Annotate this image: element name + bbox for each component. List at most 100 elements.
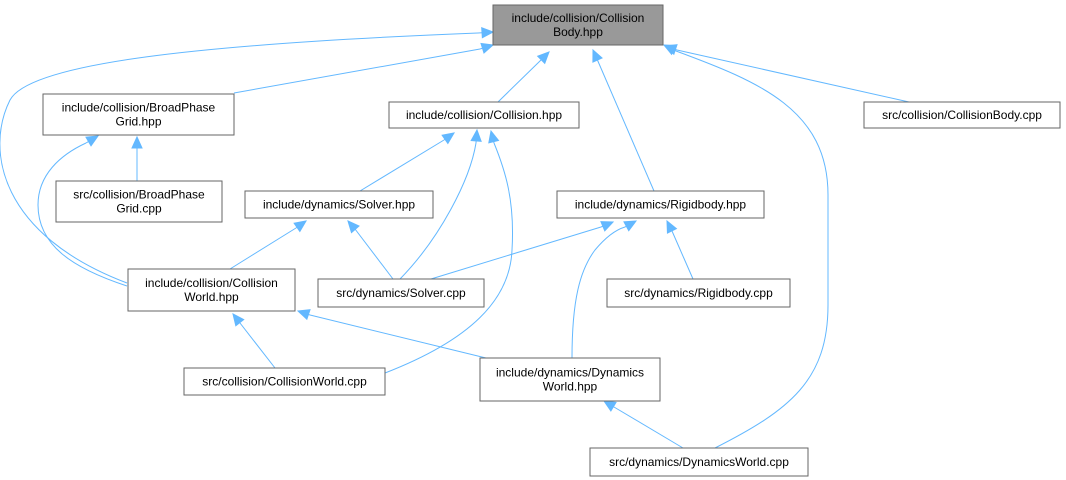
node-label-line: include/collision/Collision <box>145 276 278 290</box>
edge-n3-to-n0 <box>0 27 495 284</box>
nodes-layer: include/collision/CollisionBody.hppinclu… <box>42 4 1061 477</box>
node-label-line: include/dynamics/Solver.hpp <box>263 198 415 212</box>
edge-arrowhead <box>536 51 550 65</box>
edge-line <box>676 49 910 103</box>
node-n3[interactable]: include/collision/CollisionWorld.hpp <box>127 268 296 312</box>
node-n6[interactable]: src/dynamics/DynamicsWorld.cpp <box>589 447 809 477</box>
edge-arrowhead <box>592 48 603 63</box>
node-box[interactable] <box>863 101 1061 129</box>
edge-n7-to-n0 <box>497 51 550 103</box>
node-label-line: src/dynamics/Solver.cpp <box>336 286 466 300</box>
edge-n9-to-n8 <box>347 220 394 280</box>
edge-arrowhead <box>470 128 482 142</box>
node-box[interactable] <box>388 101 580 129</box>
edge-n9-to-n7 <box>399 128 482 280</box>
node-label-line: src/collision/CollisionWorld.cpp <box>202 375 367 389</box>
edge-line <box>430 226 602 280</box>
node-box[interactable] <box>556 190 765 219</box>
edge-n1-to-n0 <box>233 42 495 94</box>
edge-n4-to-n7 <box>384 129 514 374</box>
edge-n5-to-n10 <box>571 220 638 359</box>
edge-n3-to-n8 <box>229 220 307 270</box>
edge-n11-to-n10 <box>666 219 694 280</box>
node-box[interactable] <box>479 357 661 402</box>
node-n10[interactable]: include/dynamics/Rigidbody.hpp <box>556 190 765 219</box>
edge-arrowhead <box>85 135 100 147</box>
edge-arrowhead <box>293 220 307 233</box>
node-box[interactable] <box>183 367 386 396</box>
node-label-line: include/dynamics/Dynamics <box>496 366 644 380</box>
edge-arrowhead <box>600 221 615 232</box>
node-label-line: include/dynamics/Rigidbody.hpp <box>575 198 747 212</box>
node-n5[interactable]: include/dynamics/DynamicsWorld.hpp <box>479 357 661 402</box>
edge-arrowhead <box>488 129 500 144</box>
edge-line <box>596 58 655 192</box>
edge-n8-to-n7 <box>359 132 455 192</box>
edge-line <box>399 142 477 280</box>
edge-line <box>384 142 514 374</box>
edge-arrowhead <box>232 313 245 327</box>
edge-n6-to-n0 <box>662 44 829 449</box>
edge-arrowhead <box>602 400 617 412</box>
edge-arrowhead <box>296 309 311 321</box>
node-box[interactable] <box>589 447 809 477</box>
node-label-line: src/collision/CollisionBody.cpp <box>882 108 1042 122</box>
edge-arrowhead <box>666 219 678 234</box>
edge-line <box>675 50 829 449</box>
edge-line <box>239 322 276 369</box>
edge-arrowhead <box>663 44 678 56</box>
node-box[interactable] <box>244 190 434 219</box>
node-label-line: src/dynamics/Rigidbody.cpp <box>624 286 773 300</box>
edge-arrowhead <box>480 42 495 54</box>
node-label-line: Grid.hpp <box>115 115 161 129</box>
edge-line <box>233 48 481 94</box>
edge-line <box>229 227 297 270</box>
edge-line <box>309 314 487 359</box>
node-n9[interactable]: src/dynamics/Solver.cpp <box>317 278 485 308</box>
edge-n5-to-n3 <box>296 309 487 359</box>
node-box[interactable] <box>42 93 235 136</box>
node-n0[interactable]: include/collision/CollisionBody.hpp <box>492 4 664 46</box>
edge-n12-to-n0 <box>663 44 910 103</box>
node-box[interactable] <box>606 278 791 308</box>
node-label-line: Grid.cpp <box>116 202 162 216</box>
edges-layer <box>0 27 910 449</box>
node-box[interactable] <box>127 268 296 312</box>
edge-n4-to-n3 <box>232 313 276 369</box>
edge-n6-to-n5 <box>602 400 684 449</box>
edge-arrowhead <box>131 135 143 149</box>
root-node-box[interactable] <box>492 4 664 46</box>
edge-arrowhead <box>623 220 638 232</box>
edge-line <box>613 406 684 449</box>
edge-line <box>0 32 479 284</box>
edge-line <box>671 230 694 280</box>
node-label-line: src/dynamics/DynamicsWorld.cpp <box>609 455 789 469</box>
node-label-line: include/collision/Collision.hpp <box>406 108 562 122</box>
node-n11[interactable]: src/dynamics/Rigidbody.cpp <box>606 278 791 308</box>
node-label-line: Body.hpp <box>553 25 603 39</box>
node-n12[interactable]: src/collision/CollisionBody.cpp <box>863 101 1061 129</box>
edge-arrowhead <box>347 220 360 234</box>
edge-line <box>497 59 542 103</box>
edge-line <box>37 142 128 287</box>
edge-n2-to-n1 <box>131 135 143 181</box>
edge-n10-to-n0 <box>592 48 655 192</box>
node-box[interactable] <box>317 278 485 308</box>
node-box[interactable] <box>55 180 223 223</box>
edge-n3-to-n1 <box>37 135 128 287</box>
edge-line <box>571 226 626 359</box>
node-n4[interactable]: src/collision/CollisionWorld.cpp <box>183 367 386 396</box>
node-n7[interactable]: include/collision/Collision.hpp <box>388 101 580 129</box>
node-label-line: World.hpp <box>543 380 598 394</box>
edge-arrowhead <box>441 132 455 145</box>
node-n8[interactable]: include/dynamics/Solver.hpp <box>244 190 434 219</box>
edge-line <box>354 228 394 280</box>
node-label-line: src/collision/BroadPhase <box>73 188 205 202</box>
node-label-line: World.hpp <box>184 290 239 304</box>
edge-n9-to-n10 <box>430 221 615 280</box>
node-label-line: include/collision/BroadPhase <box>62 101 216 115</box>
edge-line <box>359 139 445 192</box>
